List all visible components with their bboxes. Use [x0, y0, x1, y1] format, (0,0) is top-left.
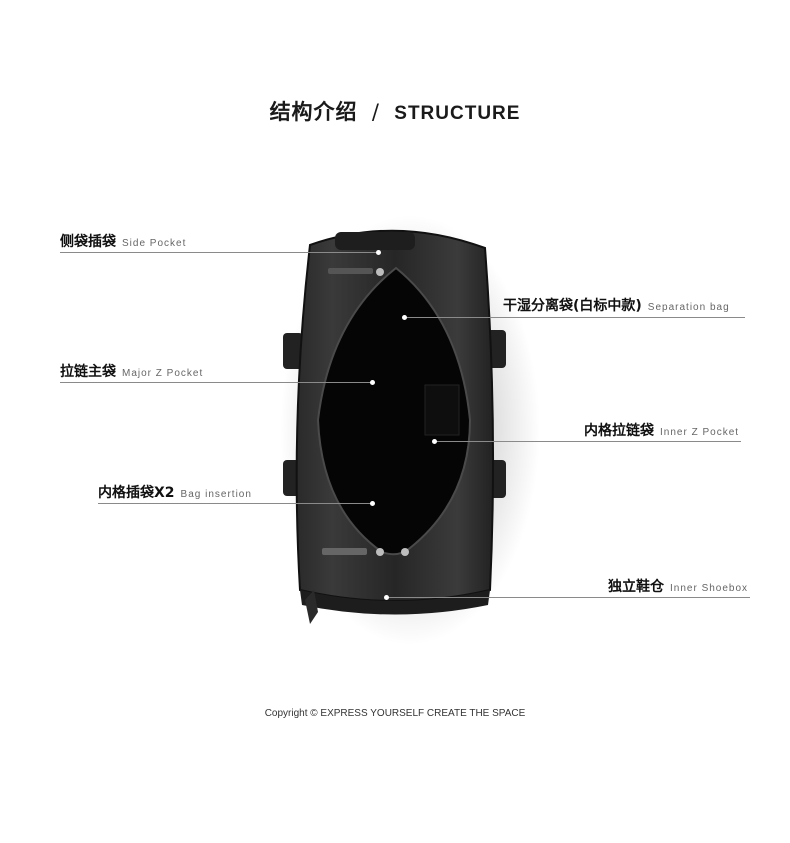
copyright-text: Copyright © EXPRESS YOURSELF CREATE THE …: [264, 708, 526, 719]
callout-cn: 侧袋插袋: [60, 234, 116, 250]
callout-cn: 干湿分离袋(白标中款): [503, 298, 642, 314]
leader-line: [406, 317, 745, 318]
leader-line: [60, 382, 372, 383]
callout-separation-bag: 干湿分离袋(白标中款) Separation bag: [503, 296, 730, 317]
callout-en: Major Z Pocket: [122, 368, 204, 379]
leader-line: [60, 252, 378, 253]
callout-cn: 内格拉链袋: [584, 423, 654, 439]
leader-dot: [370, 501, 375, 506]
leader-line: [388, 597, 750, 598]
callout-cn: 独立鞋仓: [608, 579, 664, 595]
callout-inner-z-pocket: 内格拉链袋 Inner Z Pocket: [584, 421, 739, 442]
callout-en: Separation bag: [647, 302, 730, 313]
title-cn: 结构介绍: [269, 100, 358, 124]
page-title: 结构介绍 / STRUCTURE: [0, 96, 790, 126]
callout-en: Side Pocket: [122, 238, 187, 249]
leader-dot: [384, 595, 389, 600]
callout-en: Inner Shoebox: [670, 583, 749, 594]
left-top-strap: [283, 333, 303, 369]
callout-major-z-pocket: 拉链主袋 Major Z Pocket: [60, 362, 203, 383]
callout-bag-insertion: 内格插袋X2 Bag insertion: [98, 483, 252, 504]
leader-line: [98, 503, 372, 504]
callout-cn: 拉链主袋: [60, 364, 116, 380]
title-separator: /: [371, 100, 380, 124]
leader-dot: [376, 250, 381, 255]
callout-inner-shoebox: 独立鞋仓 Inner Shoebox: [608, 577, 748, 598]
main-opening: [316, 266, 472, 556]
callout-en: Inner Z Pocket: [660, 427, 740, 438]
title-en: STRUCTURE: [394, 103, 521, 124]
leader-dot: [402, 315, 407, 320]
callout-cn: 内格插袋X2: [98, 485, 175, 501]
callout-side-pocket: 侧袋插袋 Side Pocket: [60, 232, 186, 253]
leader-dot: [370, 380, 375, 385]
callout-en: Bag insertion: [180, 489, 252, 500]
leader-dot: [432, 439, 437, 444]
leader-line: [436, 441, 741, 442]
